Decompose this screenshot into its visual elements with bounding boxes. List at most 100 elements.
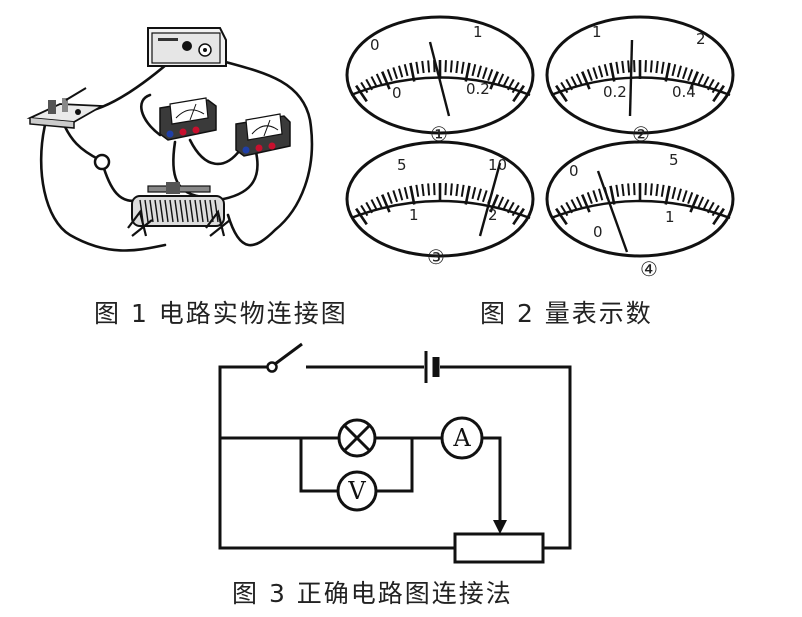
bulb-socket-ring (93, 153, 111, 171)
scale-tick (455, 60, 459, 74)
meter2-id: ② (632, 122, 650, 146)
scale-tick (707, 78, 715, 91)
scale-tick (481, 190, 488, 203)
meter2-terminal-red-a (255, 144, 263, 152)
scale-tick (702, 199, 710, 211)
scale-tick (664, 185, 671, 205)
meter2-bottom-label-1: 0.4 (672, 83, 696, 101)
rheostat-coil-winding (189, 199, 194, 223)
scale-tick (603, 63, 609, 77)
scale-tick (415, 184, 420, 197)
wire-voltmeter-right (376, 438, 414, 493)
scale-tick (609, 185, 616, 205)
scale-tick (655, 183, 659, 197)
meter1-terminal-blue (166, 130, 174, 138)
physical-meter-2 (235, 113, 291, 157)
scale-tick (427, 183, 431, 196)
figure1-caption: 图 1 电路实物连接图 (94, 299, 348, 328)
switch-blade (274, 342, 303, 366)
scale-tick (621, 183, 625, 197)
switch-board (26, 87, 106, 129)
scale-tick (702, 76, 710, 88)
scale-tick (555, 207, 568, 226)
rheostat-coil-winding (184, 199, 189, 223)
scale-tick (365, 201, 373, 214)
figure2-meters: 0 1 0 0.2 ① 1 2 0.2 0.4 ② 5 10 1 2 (345, 15, 735, 281)
scale-tick (464, 185, 471, 205)
dial-meter-3: 5 10 1 2 ③ (345, 140, 535, 269)
meter4-top-label-1: 5 (669, 151, 679, 169)
scale-tick (476, 188, 482, 201)
scale-tick (598, 188, 604, 201)
meter2-terminal-red-b (268, 142, 276, 150)
rheostat-coil-winding (149, 199, 154, 223)
scale-tick (681, 67, 688, 80)
figure2-caption: 图 2 量表示数 (480, 299, 653, 328)
scale-tick (497, 196, 505, 209)
meter3-needle (478, 162, 502, 237)
scale-tick (449, 60, 453, 73)
scale-tick (697, 73, 705, 86)
scale-tick (664, 62, 671, 82)
scale-tick (712, 84, 725, 103)
scale-tick (660, 184, 665, 197)
scale-tick (580, 194, 591, 213)
wire-voltmeter-left (299, 438, 338, 493)
scale-tick (689, 194, 700, 213)
rheostat-coil-winding (164, 199, 169, 223)
physical-rheostat (127, 182, 231, 237)
scale-tick (615, 184, 620, 197)
meter4-id: ④ (640, 257, 658, 281)
meter2-top-label-1: 2 (696, 30, 706, 48)
figure3-caption: 图 3 正确电路图连接法 (232, 579, 513, 608)
scale-tick (365, 78, 373, 91)
scale-tick (386, 69, 393, 82)
scale-tick (570, 76, 578, 88)
dial-meter-1: 0 1 0 0.2 ① (345, 15, 535, 146)
switch-pivot (266, 361, 278, 373)
scale-tick (649, 60, 653, 73)
rheostat-coil-winding (199, 199, 204, 223)
scale-tick (375, 73, 383, 86)
scale-tick (565, 201, 573, 214)
scale-tick (360, 204, 369, 217)
meter4-bottom-label-0: 0 (593, 223, 603, 241)
scale-tick (421, 60, 425, 74)
scale-tick (687, 69, 694, 82)
scale-tick (370, 199, 378, 211)
meter1-terminal-red-a (179, 128, 187, 136)
scale-tick (471, 186, 477, 200)
meter1-terminal-red-b (192, 126, 200, 134)
scale-tick (355, 84, 368, 103)
meter3-top-label-1: 10 (488, 156, 507, 174)
meter2-top-label-0: 1 (592, 23, 602, 41)
scale-tick (586, 192, 593, 205)
meter1-needle (428, 41, 451, 117)
rheostat-coil-winding (194, 199, 199, 223)
scale-tick (502, 76, 510, 88)
scale-tick (627, 183, 631, 196)
scale-tick (507, 201, 515, 214)
scale-tick (471, 63, 477, 77)
scale-tick (409, 62, 416, 82)
power-terminal-negative (182, 41, 192, 51)
rheostat-coil-winding (204, 199, 209, 223)
scale-tick (621, 60, 625, 74)
meter1-bottom-label-0: 0 (392, 84, 402, 102)
scale-tick (398, 65, 404, 78)
wire-power-to-right (184, 48, 314, 247)
scale-tick (380, 194, 391, 213)
voltmeter-symbol: V (336, 470, 378, 512)
scale-tick (370, 76, 378, 88)
meter1-top-label-0: 0 (370, 36, 380, 54)
scale-tick (409, 185, 416, 205)
scale-tick (455, 183, 459, 197)
scale-tick (565, 78, 573, 91)
rheostat-coil-winding (174, 199, 179, 223)
scale-tick (415, 61, 420, 74)
scale-tick (355, 207, 368, 226)
wire-meter2-to-rheostat (216, 150, 259, 202)
scale-tick (649, 183, 653, 196)
scale-tick (476, 65, 482, 78)
